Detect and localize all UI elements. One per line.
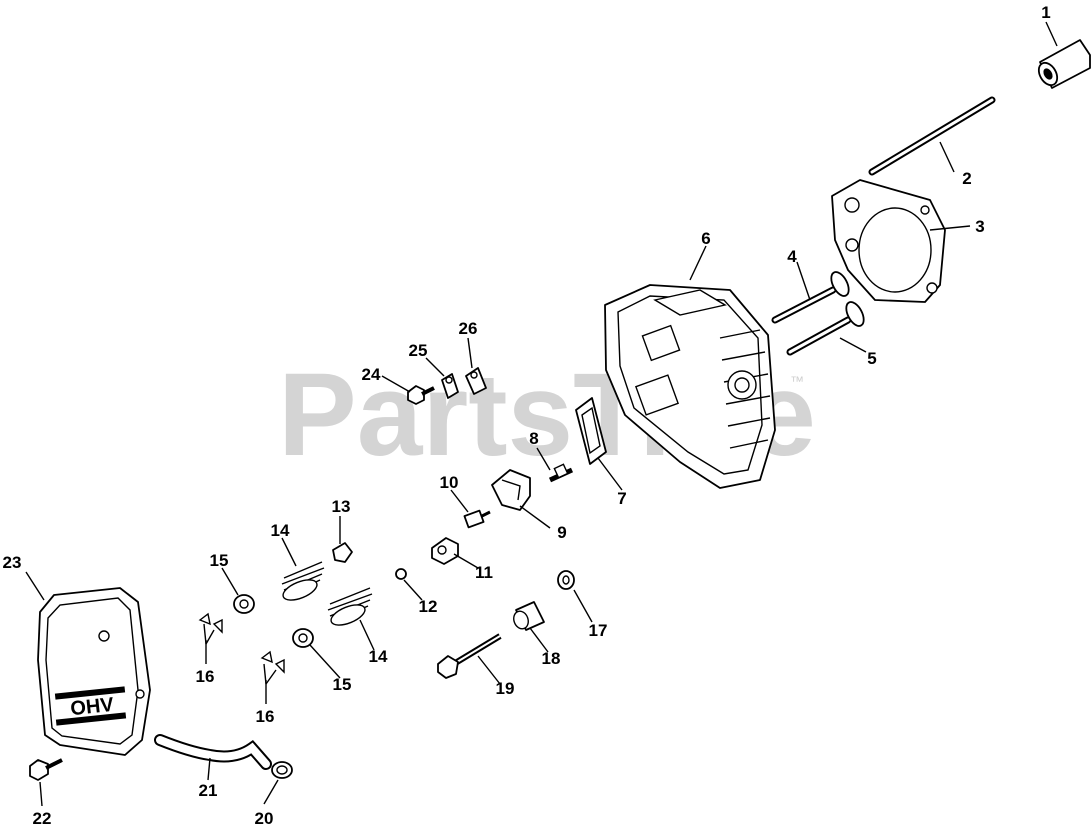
callout-8: 8 (529, 429, 538, 448)
part-8-stud[interactable] (548, 463, 574, 483)
part-13-retainer[interactable] (332, 542, 353, 563)
part-7-plate[interactable] (575, 397, 607, 465)
trademark-symbol: ™ (790, 373, 804, 389)
part-21-breather-hose[interactable] (154, 734, 272, 770)
callout-18: 18 (542, 649, 561, 668)
callout-26: 26 (459, 319, 478, 338)
part-9-rocker-bracket[interactable] (491, 469, 531, 511)
callout-3: 3 (975, 217, 984, 236)
callout-13: 13 (332, 497, 351, 516)
callout-19: 19 (496, 679, 515, 698)
callout-2: 2 (962, 169, 971, 188)
part-14-valve-spring-upper[interactable] (280, 561, 325, 604)
callout-7: 7 (617, 489, 626, 508)
part-1-valve-lifter[interactable] (1035, 39, 1091, 89)
part-26-bracket[interactable] (465, 367, 487, 395)
callout-17: 17 (589, 621, 608, 640)
ohv-cover-label: OHV (69, 694, 115, 720)
part-10-rocker-stud[interactable] (463, 509, 491, 529)
callout-numbers: 1 2 3 4 5 6 7 8 9 10 11 12 13 14 14 15 1… (3, 3, 1051, 828)
part-6-cylinder-head[interactable] (604, 284, 776, 489)
callout-16-upper: 16 (196, 667, 215, 686)
part-20-hose-clamp[interactable] (271, 761, 293, 779)
part-4-intake-valve[interactable] (771, 269, 852, 324)
callout-6: 6 (701, 229, 710, 248)
callout-15-lower: 15 (333, 675, 352, 694)
callout-16-lower: 16 (256, 707, 275, 726)
callout-23: 23 (3, 553, 22, 572)
part-15-spring-cap-upper[interactable] (233, 594, 255, 614)
part-22-screw[interactable] (29, 758, 63, 781)
callout-9: 9 (557, 523, 566, 542)
part-18-sleeve[interactable] (511, 601, 545, 631)
callout-20: 20 (255, 809, 274, 828)
part-3-head-gasket[interactable] (831, 179, 946, 303)
callout-22: 22 (33, 809, 52, 828)
callout-21: 21 (199, 781, 218, 800)
part-19-head-bolt[interactable] (437, 633, 502, 679)
callout-15-upper: 15 (210, 551, 229, 570)
callout-10: 10 (440, 473, 459, 492)
leader-lines (25, 21, 1058, 807)
callout-4: 4 (787, 247, 797, 266)
callout-14-lower: 14 (369, 647, 388, 666)
part-23-valve-cover[interactable]: OHV (37, 587, 151, 756)
part-14-valve-spring-lower[interactable] (327, 587, 373, 629)
callout-24: 24 (362, 365, 381, 384)
callout-12: 12 (419, 597, 438, 616)
part-2-push-rod[interactable] (868, 96, 996, 176)
part-11-nut[interactable] (431, 537, 459, 565)
part-12-small-nut[interactable] (395, 568, 407, 580)
callout-25: 25 (409, 341, 428, 360)
part-15-spring-cap-lower[interactable] (292, 628, 314, 648)
callout-5: 5 (867, 349, 876, 368)
part-16-valve-keepers-upper[interactable] (198, 612, 223, 634)
callout-14-upper: 14 (271, 521, 290, 540)
part-16-valve-keepers-lower[interactable] (260, 650, 285, 674)
callout-1: 1 (1041, 3, 1050, 22)
part-25-bracket[interactable] (441, 373, 459, 399)
part-17-washer[interactable] (557, 570, 575, 590)
part-5-exhaust-valve[interactable] (786, 299, 867, 356)
part-24-screw[interactable] (407, 385, 435, 405)
callout-11: 11 (475, 563, 493, 582)
